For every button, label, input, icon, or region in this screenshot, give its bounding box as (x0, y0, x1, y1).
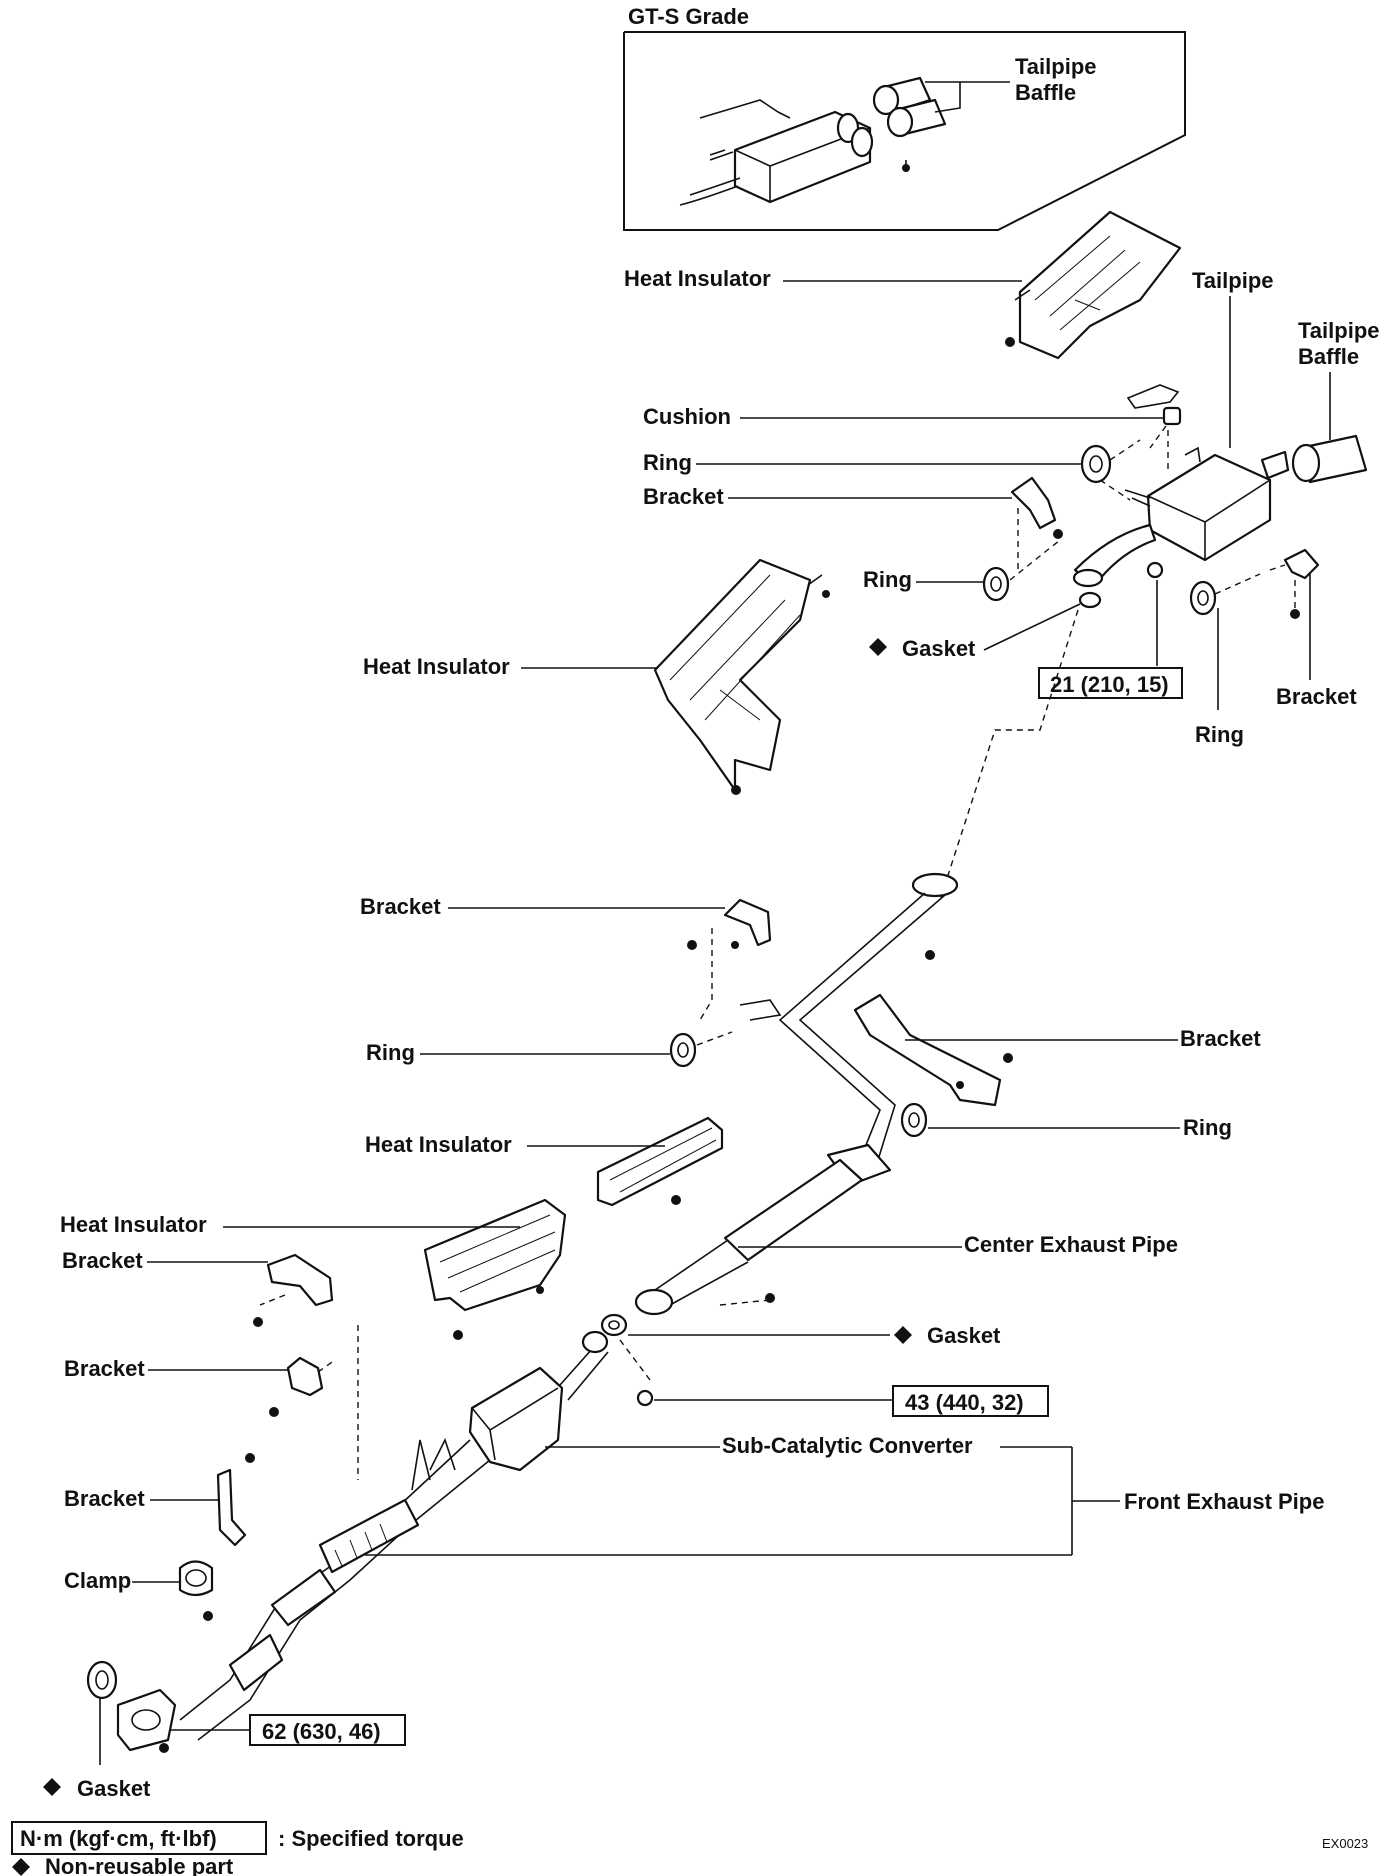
ring-3-drawing (669, 1031, 733, 1068)
gasket-1-drawing (1078, 561, 1164, 609)
label-sub-catalytic-converter: Sub-Catalytic Converter (722, 1433, 973, 1458)
label-heat-insulator-mid: Heat Insulator (363, 654, 510, 679)
gasket-3-drawing (86, 1660, 118, 1700)
label-front-exhaust-pipe: Front Exhaust Pipe (1124, 1489, 1324, 1514)
label-center-exhaust-pipe: Center Exhaust Pipe (964, 1232, 1178, 1257)
clamp-drawing (178, 1560, 214, 1621)
diamond-icon (894, 1326, 912, 1344)
torque-1: 21 (210, 15) (1050, 672, 1169, 697)
center-exhaust-pipe-drawing (634, 872, 959, 1316)
label-gasket-1: Gasket (902, 636, 976, 661)
figure-code: EX0023 (1322, 1836, 1368, 1851)
bracket-5-drawing (269, 1356, 336, 1417)
label-heat-insulator-4: Heat Insulator (60, 1212, 207, 1237)
label-gasket-3: Gasket (77, 1776, 151, 1801)
inset-tailpipe-baffle-text: Tailpipe (1015, 54, 1097, 79)
gasket-2-drawing (600, 1313, 654, 1407)
bracket-6-drawing (216, 1453, 255, 1547)
bracket-1-drawing (1010, 476, 1063, 570)
label-cushion: Cushion (643, 404, 731, 429)
ring-4-drawing (900, 1102, 928, 1138)
label-ring-4: Ring (1183, 1115, 1232, 1140)
diamond-icon (43, 1778, 61, 1796)
inset-muffler-drawing (679, 76, 947, 206)
legend-torque-box (11, 1821, 267, 1855)
label-clamp: Clamp (64, 1568, 131, 1593)
heat-insulator-top-drawing (1005, 210, 1182, 360)
bracket-4-drawing (253, 1253, 334, 1327)
label-heat-insulator-3: Heat Insulator (365, 1132, 512, 1157)
label-line: Baffle (1298, 344, 1359, 369)
cushion-drawing (1126, 384, 1182, 470)
ring-1-drawing (1080, 439, 1141, 501)
label-ring-1: Ring (643, 450, 692, 475)
legend-torque-units: N·m (kgf·cm, ft·lbf) (20, 1826, 217, 1851)
label-bracket-3: Bracket (1180, 1026, 1261, 1051)
legend-torque-desc: : Specified torque (278, 1826, 464, 1851)
label-heat-insulator-top: Heat Insulator (624, 266, 771, 291)
label-bracket-6: Bracket (64, 1486, 145, 1511)
label-bracket-right: Bracket (1276, 684, 1357, 709)
ring-right-drawing (1189, 573, 1261, 616)
label-bracket-4: Bracket (62, 1248, 143, 1273)
ring-2-drawing (982, 539, 1061, 602)
tailpipe-baffle-text: Tailpipe (1298, 318, 1380, 343)
label-bracket-2: Bracket (360, 894, 441, 919)
label-ring-2: Ring (863, 567, 912, 592)
torque-2: 43 (440, 32) (905, 1390, 1024, 1415)
heat-insulator-4-drawing (423, 1198, 567, 1340)
bracket-right-drawing (1269, 548, 1320, 619)
diamond-icon (12, 1858, 30, 1876)
label-ring-right: Ring (1195, 722, 1244, 747)
label-ring-3: Ring (366, 1040, 415, 1065)
torque-box-3 (249, 1714, 406, 1746)
torque-3: 62 (630, 46) (262, 1719, 381, 1744)
bracket-3-drawing (853, 993, 1013, 1107)
heat-insulator-mid-drawing (653, 558, 830, 795)
label-bracket-1: Bracket (643, 484, 724, 509)
tailpipe-baffle-drawing (1291, 434, 1368, 484)
heat-insulator-3-drawing (596, 1116, 724, 1207)
inset-title: GT-S Grade (628, 4, 749, 29)
torque-box-2 (892, 1385, 1049, 1417)
bracket-2-drawing (687, 898, 772, 1021)
front-exhaust-pipe-drawing (116, 1330, 609, 1753)
legend-nonreusable: Non-reusable part (45, 1854, 234, 1876)
label-bracket-5: Bracket (64, 1356, 145, 1381)
label-tailpipe: Tailpipe (1192, 268, 1274, 293)
diamond-icon (869, 638, 887, 656)
torque-box-1 (1038, 667, 1183, 699)
tailpipe-muffler-drawing (1072, 446, 1290, 588)
label-line: Baffle (1015, 80, 1076, 105)
label-gasket-2: Gasket (927, 1323, 1001, 1348)
